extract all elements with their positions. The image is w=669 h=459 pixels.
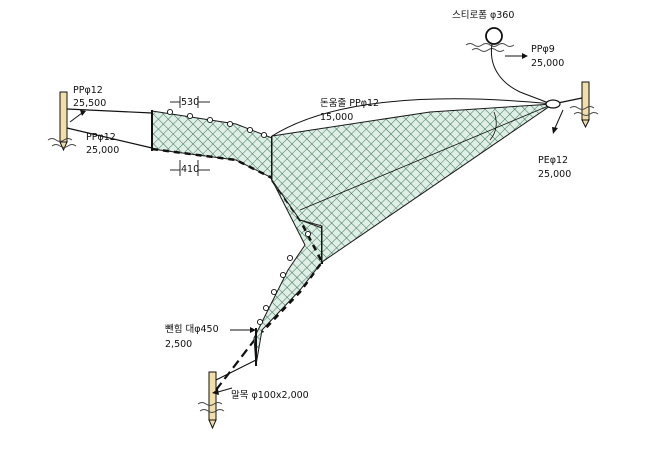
arrow-icon: [212, 389, 219, 395]
bag-crease: [489, 111, 497, 141]
float-beads: [166, 108, 268, 139]
arrow-icon: [80, 110, 86, 116]
stake-tip: [581, 119, 590, 129]
right-stake-group: [552, 81, 599, 134]
arrow-icon: [250, 327, 256, 333]
left-stake-group: [47, 91, 153, 152]
net-left-wing: [151, 108, 273, 180]
float-group: [465, 27, 551, 105]
dimension-markers: [170, 96, 210, 176]
bottom-wing-panel: [253, 176, 323, 366]
arrow-icon: [552, 127, 558, 134]
float-beads: [256, 230, 312, 326]
spreader-label-a: 뺀힘 대φ450: [165, 324, 219, 335]
bag-center-line: [299, 103, 554, 211]
spreader-label-b: 2,500: [165, 339, 192, 350]
wave-icon: [573, 112, 599, 116]
arrow-icon: [217, 387, 233, 393]
dim-top-label: 530: [181, 97, 199, 108]
left-rope-top-label-b: 25,500: [73, 98, 106, 109]
arrow-icon: [522, 53, 528, 59]
float-icon: [485, 27, 503, 45]
stake-icon: [59, 91, 68, 143]
bottom-rope-dashed: [215, 337, 257, 391]
surround-rope: [271, 98, 554, 137]
wave-icon: [471, 48, 505, 52]
float-label: 스티로폼 φ360: [452, 10, 514, 21]
wave-icon: [199, 409, 225, 413]
net-end-ring: [545, 99, 561, 109]
arrow-icon: [69, 112, 83, 123]
sinker-line: [151, 147, 273, 180]
wave-icon: [47, 138, 73, 142]
left-rope-bot-label-b: 25,000: [86, 145, 119, 156]
wave-icon: [465, 43, 515, 47]
left-rope-bot-label-a: PPφ12: [86, 132, 116, 143]
net-main-bag: [271, 98, 561, 263]
wave-icon: [197, 402, 223, 406]
stake-tip: [59, 141, 68, 152]
left-rope-bottom: [66, 127, 153, 149]
float-rope: [490, 43, 551, 105]
dim-bottom-label: 410: [181, 164, 199, 175]
main-bag-panel: [271, 103, 555, 263]
float-rope-label-b: 25,000: [531, 58, 564, 69]
surround-rope-label-a: 돈움줄 PPφ12: [320, 98, 379, 109]
wave-icon: [569, 106, 595, 110]
stake-label: 말목 φ100x2,000: [231, 389, 309, 401]
arrow-icon: [554, 109, 564, 129]
stake-tip: [208, 419, 217, 430]
left-rope-top: [66, 108, 153, 114]
float-rope-label-a: PPφ9: [531, 44, 555, 55]
bottom-rope-solid: [215, 359, 257, 381]
right-rope-label-b: 25,000: [538, 169, 571, 180]
surround-rope-label-b: 15,000: [320, 112, 353, 123]
wave-icon: [51, 144, 77, 148]
left-rope-top-label-a: PPφ12: [73, 85, 103, 96]
right-rope-label-a: PEφ12: [538, 155, 568, 166]
bottom-stake-group: [197, 337, 257, 430]
